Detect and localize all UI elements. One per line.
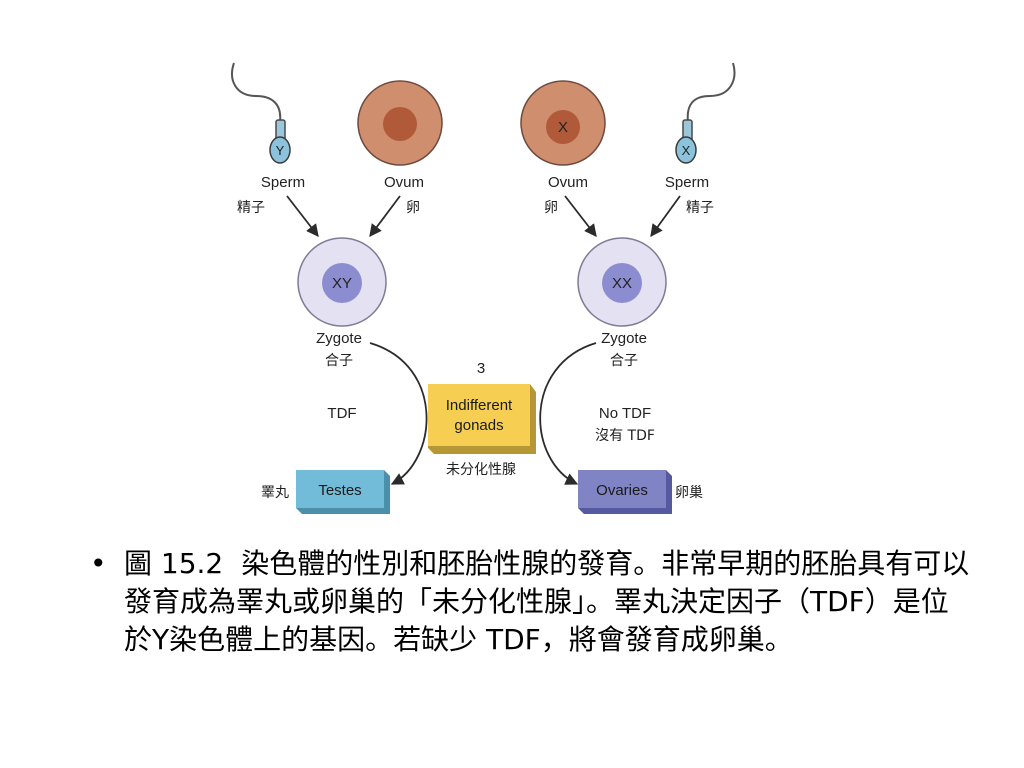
right-ovum-label: Ovum <box>548 174 588 191</box>
left-sperm-arrow <box>286 195 319 237</box>
right-sperm-arrow <box>650 195 681 238</box>
right-sperm: X <box>675 62 736 164</box>
indifferent-gonads-line2: gonads <box>454 417 503 434</box>
right-development-arrow <box>539 342 597 485</box>
left-sperm-head <box>269 136 291 164</box>
right-sperm-label-zh: 精子 <box>686 200 714 216</box>
caption-bullet: • <box>90 547 107 580</box>
testes-box: Testes <box>296 470 390 514</box>
left-zygote-chromosomes: XY <box>332 275 352 292</box>
right-sperm-chromosome: X <box>682 143 691 158</box>
left-zygote-nucleus <box>322 263 362 303</box>
testes-label-zh: 睪丸 <box>261 485 289 501</box>
right-zygote-chromosomes: XX <box>612 275 632 292</box>
left-ovum-nucleus <box>383 107 417 141</box>
right-sperm-label: Sperm <box>665 174 709 191</box>
right-sperm-tail <box>686 62 736 134</box>
left-sperm-chromosome: Y <box>276 143 285 158</box>
center-number: 3 <box>477 360 485 377</box>
sex-determination-diagram: Y Sperm 精子 Ovum 卵 XY Zygote 合子 TDF Teste… <box>231 62 736 514</box>
left-sperm-tail <box>231 62 282 134</box>
left-development-arrow <box>369 342 428 485</box>
indifferent-gonads-line1: Indifferent <box>446 397 513 414</box>
indifferent-gonads-label-zh: 未分化性腺 <box>446 462 516 478</box>
left-ovum-label-zh: 卵 <box>406 200 420 216</box>
no-tdf-label-zh: 沒有 TDF <box>595 427 655 444</box>
right-sperm-head <box>675 136 697 164</box>
tdf-label: TDF <box>327 405 356 422</box>
no-tdf-label: No TDF <box>599 405 651 422</box>
ovaries-label: Ovaries <box>596 482 648 499</box>
right-ovum-arrow <box>564 195 597 237</box>
testes-label: Testes <box>318 482 361 499</box>
caption-text: 染色體的性別和胚胎性腺的發育。非常早期的胚胎具有可以發育成為睪丸或卵巢的「未分化… <box>124 547 970 656</box>
left-sperm-label: Sperm <box>261 174 305 191</box>
left-zygote-label: Zygote <box>316 330 362 347</box>
left-sperm-label-zh: 精子 <box>237 200 265 216</box>
right-zygote-label-zh: 合子 <box>610 353 638 369</box>
left-ovum-arrow <box>369 195 401 238</box>
indifferent-gonads-box: Indifferent gonads <box>428 384 536 454</box>
caption-figure-number: 圖 15.2 <box>124 547 224 580</box>
right-zygote-label: Zygote <box>601 330 647 347</box>
left-ovum-label: Ovum <box>384 174 424 191</box>
right-zygote: XX <box>577 237 667 327</box>
left-ovum <box>357 80 443 166</box>
right-ovum: X <box>520 80 606 166</box>
left-zygote: XY <box>297 237 387 327</box>
right-ovum-label-zh: 卵 <box>544 200 558 216</box>
right-ovum-chromosome: X <box>558 119 568 136</box>
right-zygote-nucleus <box>602 263 642 303</box>
ovaries-box: Ovaries <box>578 470 672 514</box>
right-ovum-nucleus <box>546 110 580 144</box>
left-zygote-label-zh: 合子 <box>325 353 353 369</box>
ovaries-label-zh: 卵巢 <box>675 485 703 501</box>
left-sperm: Y <box>231 62 291 164</box>
